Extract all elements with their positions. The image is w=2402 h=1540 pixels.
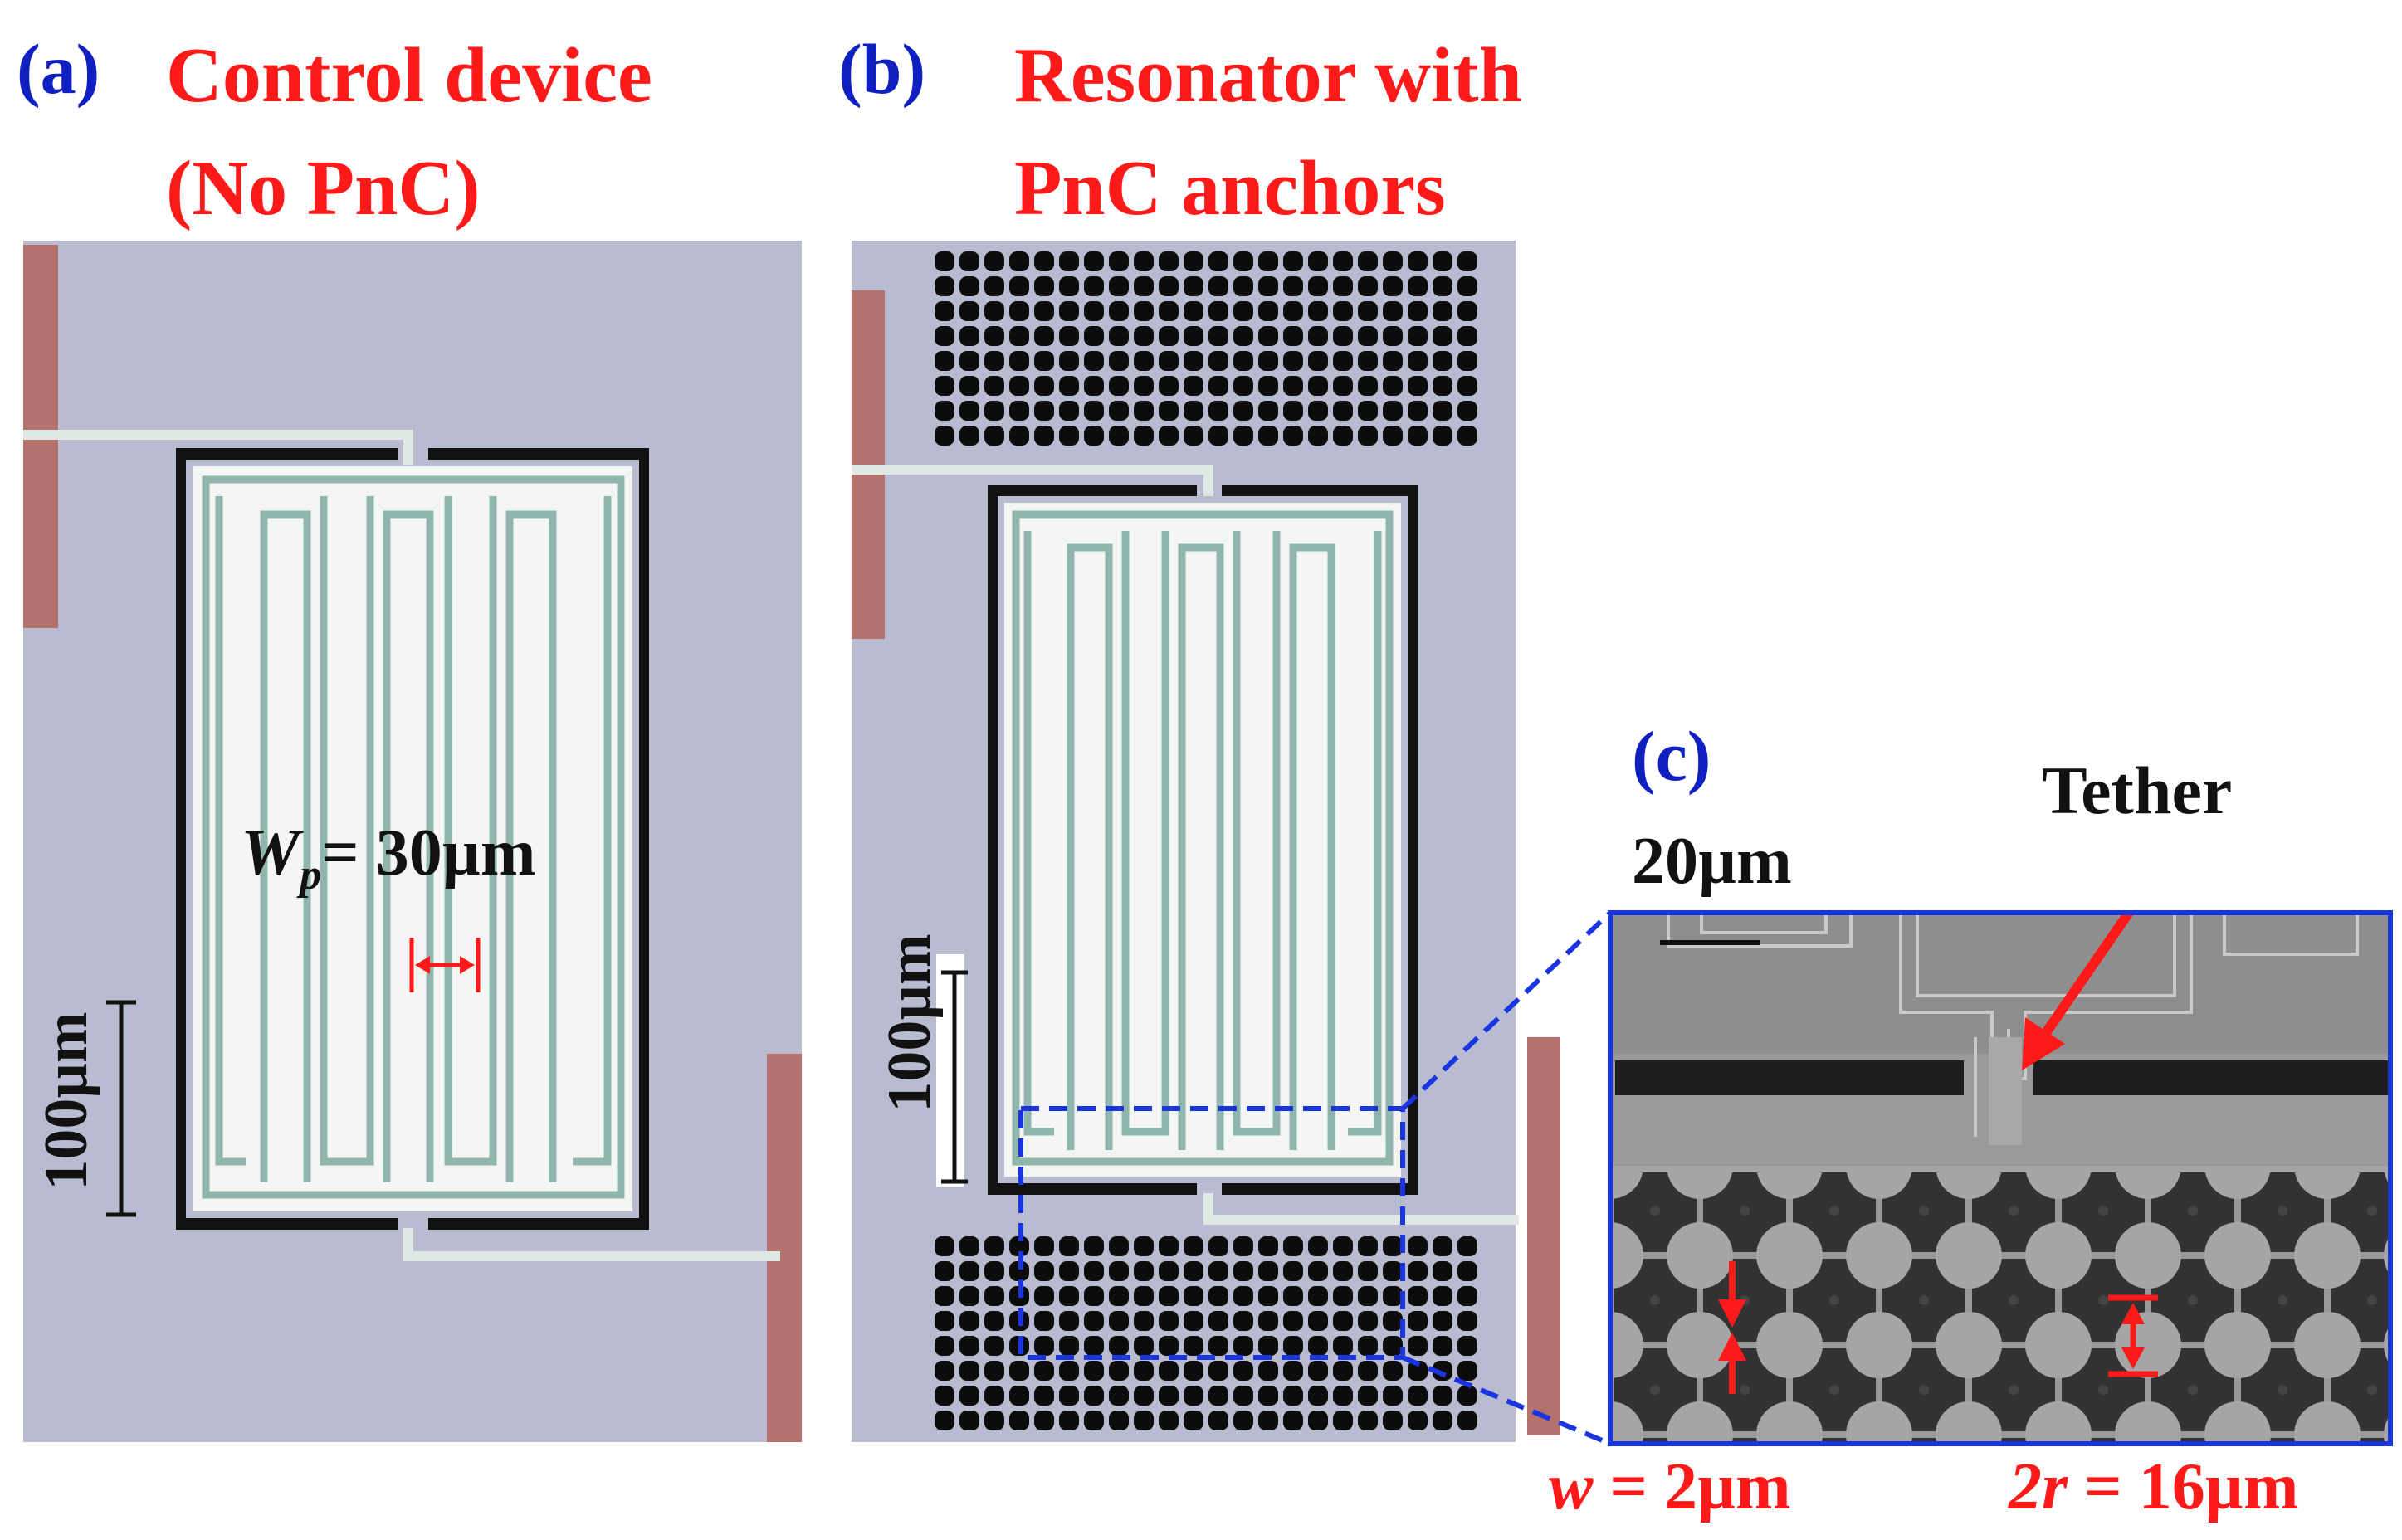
sem-frame <box>1608 910 2393 1446</box>
release-trench <box>176 448 649 1230</box>
tether-arrow <box>2022 913 2136 1070</box>
scale-bar-a <box>106 1000 136 1217</box>
idt-fingers <box>202 475 625 1199</box>
contact-pad <box>767 1054 802 1442</box>
scale-label-a: 100µm <box>32 1011 100 1191</box>
panel-b-title-line1: Resonator with <box>1014 32 1522 119</box>
tether <box>1989 1037 2022 1145</box>
contact-pad <box>1527 1037 1560 1435</box>
idt-fingers <box>1012 510 1394 1166</box>
panel-a-title-line1: Control device <box>166 32 652 119</box>
resonator-body <box>1004 503 1401 1177</box>
2r-label: 2r = 16µm <box>2009 1454 2298 1520</box>
wp-symbol: W <box>241 816 300 889</box>
zoom-region <box>1018 1106 1405 1360</box>
w-label: w = 2µm <box>1549 1454 1791 1520</box>
w-symbol: w <box>1549 1450 1594 1523</box>
scale-label-b: 100µm <box>876 933 944 1113</box>
panel-a-micrograph <box>23 241 802 1442</box>
pnc-anchor-top <box>932 249 1480 448</box>
panel-a-letter: (a) <box>17 29 100 109</box>
zoom-connectors <box>1400 910 1613 1446</box>
w-dimension <box>1718 1261 1746 1394</box>
panel-a-title-line2: (No PnC) <box>166 145 481 231</box>
panel-c-letter: (c) <box>1632 716 1711 796</box>
scale-bar-b <box>941 970 968 1184</box>
wp-label: Wp= 30µm <box>241 820 535 897</box>
sem-trench <box>1615 1060 1964 1095</box>
pnc-anchor-bottom <box>932 1234 1480 1433</box>
2r-symbol: 2r <box>2009 1450 2068 1523</box>
sem-trench <box>2033 1060 2390 1095</box>
w-value: = 2µm <box>1593 1450 1791 1523</box>
2r-dimension <box>2108 1294 2158 1377</box>
wp-dimension <box>409 938 481 992</box>
wp-subscript: p <box>300 851 322 899</box>
wp-value: = 30µm <box>321 816 536 889</box>
release-trench <box>988 485 1418 1195</box>
panel-b-micrograph <box>852 241 1560 1442</box>
panel-b-title-line2: PnC anchors <box>1014 145 1446 231</box>
scale-label-c: 20µm <box>1632 825 1792 898</box>
panel-b-letter: (b) <box>838 29 926 109</box>
2r-value: = 16µm <box>2068 1450 2299 1523</box>
tether-label: Tether <box>2042 753 2233 828</box>
panel-c-sem-image <box>1610 913 2390 1444</box>
